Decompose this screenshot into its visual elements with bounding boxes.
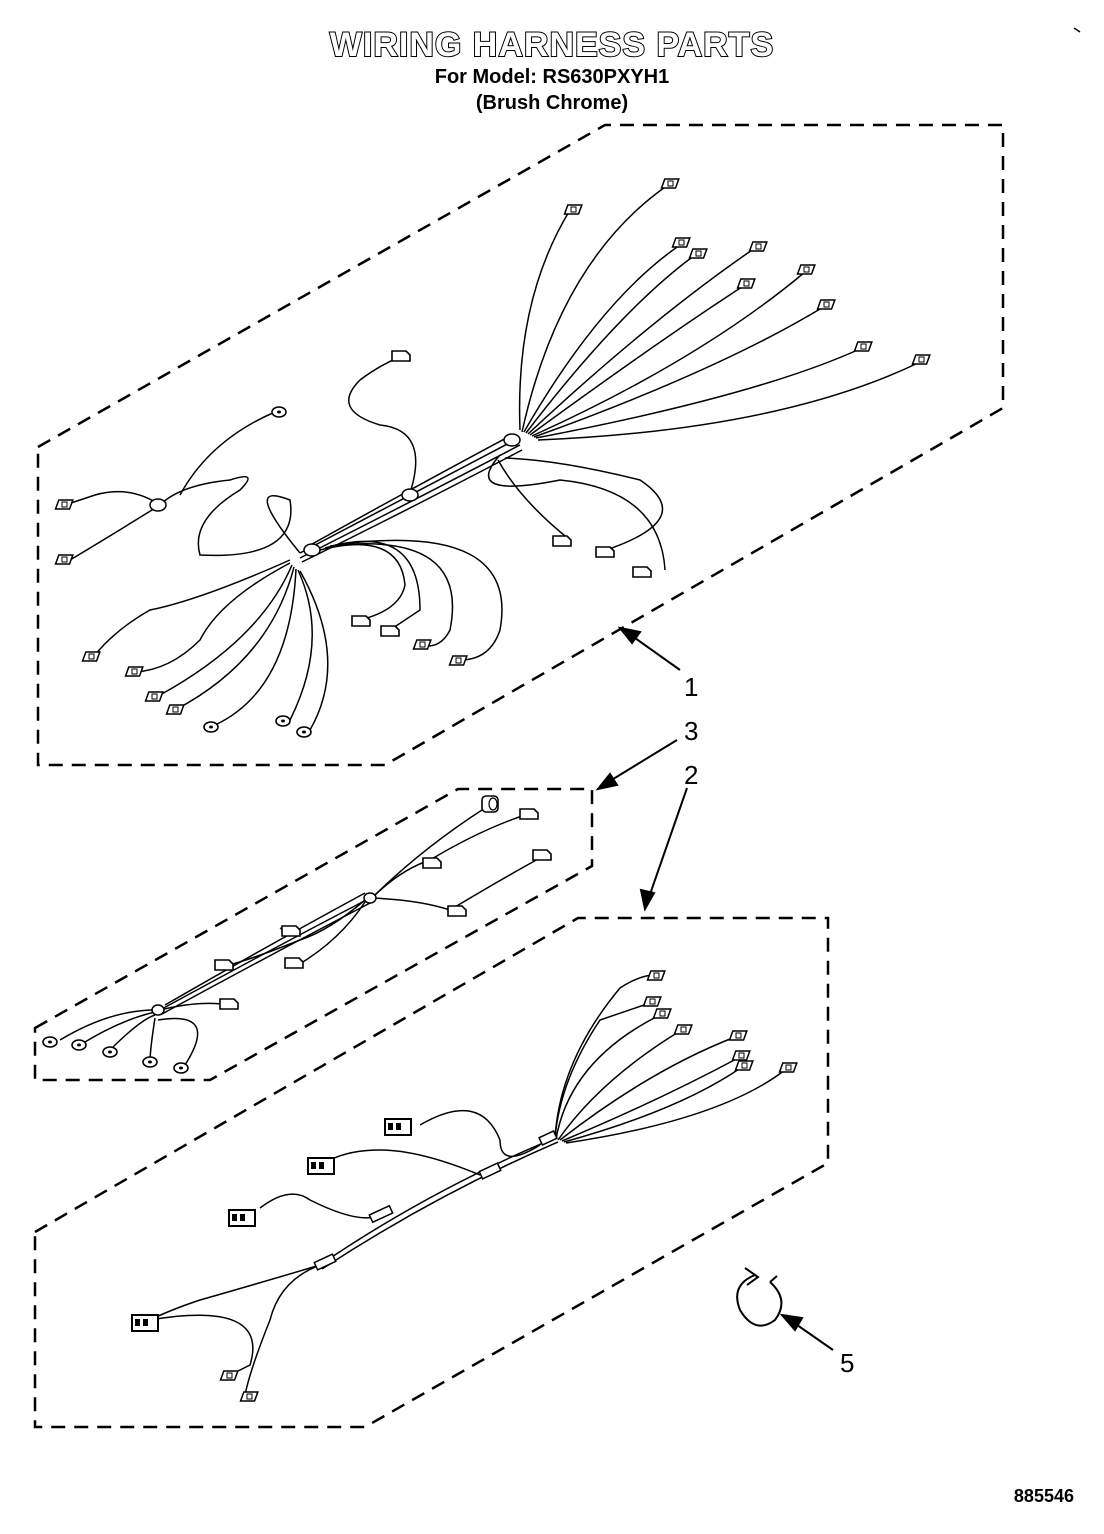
callout-3: 3 bbox=[684, 716, 699, 746]
harness-3-sleeves bbox=[151, 892, 377, 1016]
harness-1-main bbox=[64, 184, 921, 731]
callout-5: 5 bbox=[840, 1348, 855, 1378]
harness-2-main bbox=[149, 974, 786, 1396]
callout-1: 1 bbox=[684, 672, 699, 702]
harness-1-boundary bbox=[36, 123, 1005, 767]
harness-2-boundary bbox=[33, 916, 830, 1429]
harness-3-terminals bbox=[42, 795, 552, 1074]
harness-1-sleeves bbox=[149, 433, 521, 557]
corner-mark bbox=[1073, 27, 1081, 33]
harness-3-boundary bbox=[33, 787, 594, 1082]
callout-2: 2 bbox=[684, 760, 699, 790]
harness-1-terminals bbox=[54, 178, 931, 738]
document-number: 885546 bbox=[1013, 1486, 1074, 1506]
page-title: WIRING HARNESS PARTS bbox=[329, 25, 775, 65]
finish-line: (Brush Chrome) bbox=[475, 92, 629, 114]
spring-clip-part bbox=[736, 1267, 783, 1327]
model-line: For Model: RS630PXYH1 bbox=[434, 66, 670, 88]
harness-2-sleeves bbox=[313, 1129, 558, 1271]
callout-leaders bbox=[595, 626, 834, 1351]
